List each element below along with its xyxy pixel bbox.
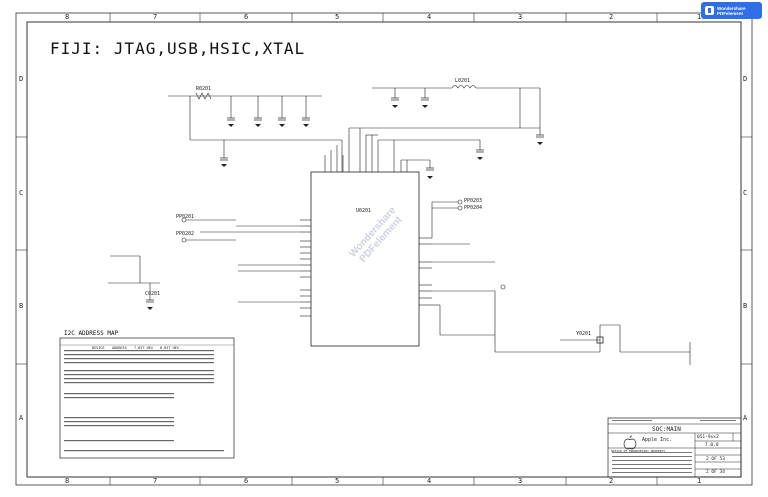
row-label-c: C xyxy=(19,189,24,197)
row-label-c-right: C xyxy=(743,189,748,197)
row-label-b-right: B xyxy=(743,302,748,310)
apple-logo xyxy=(623,435,637,450)
testpoint-pp0203: PP0203 xyxy=(464,198,483,204)
pdfelement-logo-icon xyxy=(705,6,714,15)
soc-refdes: U0201 xyxy=(356,208,372,214)
column-label-1-bottom: 1 xyxy=(697,477,702,485)
column-label-7: 7 xyxy=(153,13,158,21)
i2c-address-map-title: I2C ADDRESS MAP xyxy=(64,330,119,337)
badge-line2: PDFelement xyxy=(717,10,744,16)
page-number: 2 OF 34 xyxy=(706,470,725,475)
inductor-refdes: L0201 xyxy=(455,78,471,84)
badge-line1: Wondershare xyxy=(717,5,746,11)
column-label-1: 1 xyxy=(697,13,702,21)
revision: 7.0.0 xyxy=(705,443,719,448)
sheet-number: 2 OF 53 xyxy=(706,457,725,462)
pdfelement-badge[interactable]: Wondershare PDFelement xyxy=(701,2,762,19)
row-label-b: B xyxy=(19,302,24,310)
testpoint-pp0202: PP0202 xyxy=(176,231,195,237)
i2c-header-address: ADDRESS xyxy=(112,346,127,350)
column-label-4: 4 xyxy=(427,13,432,21)
row-label-d-right: D xyxy=(743,75,748,83)
column-label-8: 8 xyxy=(65,13,70,21)
column-label-5: 5 xyxy=(335,13,340,21)
i2c-header-8bit: 8-BIT HEX xyxy=(160,346,179,350)
i2c-header-device: DEVICE xyxy=(92,346,105,350)
column-label-4-bottom: 4 xyxy=(427,477,432,485)
page-name: SOC:MAIN xyxy=(652,426,681,433)
badge-text: Wondershare PDFelement xyxy=(717,6,746,16)
resistor-refdes: R0201 xyxy=(196,86,212,92)
column-label-6-bottom: 6 xyxy=(244,477,249,485)
capacitor-refdes: C0201 xyxy=(145,291,161,297)
row-label-a-right: A xyxy=(743,414,748,422)
company-name: Apple Inc. xyxy=(642,437,673,443)
column-label-3: 3 xyxy=(518,13,523,21)
testpoint-pp0201: PP0201 xyxy=(176,214,195,220)
column-label-2-bottom: 2 xyxy=(609,477,614,485)
column-label-6: 6 xyxy=(244,13,249,21)
column-label-8-bottom: 8 xyxy=(65,477,70,485)
row-label-d: D xyxy=(19,75,24,83)
column-label-7-bottom: 7 xyxy=(153,477,158,485)
schematic-title: FIJI: JTAG,USB,HSIC,XTAL xyxy=(50,39,306,58)
i2c-header-7bit: 7-BIT HEX xyxy=(134,346,153,350)
row-label-a: A xyxy=(19,414,24,422)
document-number: 051-9xx3 xyxy=(697,435,719,440)
column-label-5-bottom: 5 xyxy=(335,477,340,485)
column-label-2: 2 xyxy=(609,13,614,21)
crystal-refdes: Y0201 xyxy=(576,331,592,337)
testpoint-pp0204: PP0204 xyxy=(464,205,483,211)
column-label-3-bottom: 3 xyxy=(518,477,523,485)
proprietary-notice: NOTICE OF PROPRIETARY PROPERTY xyxy=(611,449,666,453)
